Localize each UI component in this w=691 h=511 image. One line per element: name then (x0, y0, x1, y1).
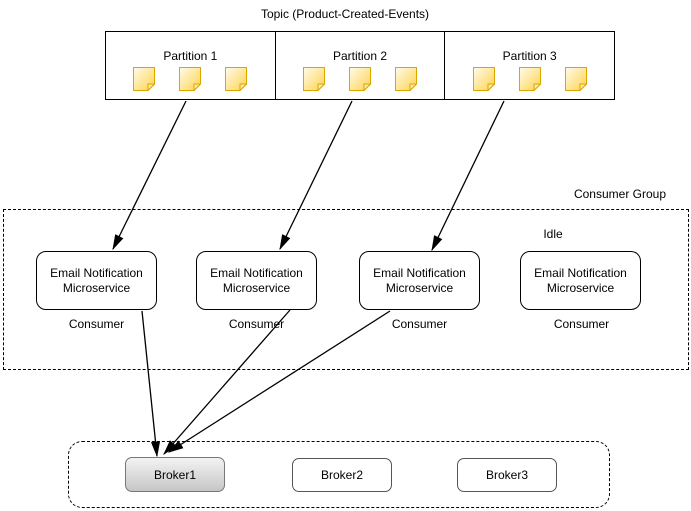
broker-node-2-label: Broker2 (320, 468, 364, 482)
note-icon (472, 67, 495, 91)
consumer-caption-2: Consumer (228, 317, 285, 331)
note-icon (349, 67, 371, 91)
partition-1-messages (133, 67, 248, 91)
broker-node-2: Broker2 (292, 458, 392, 492)
consumer-caption-1: Consumer (68, 317, 125, 331)
partition-2-messages (303, 67, 417, 91)
broker-node-3: Broker3 (457, 458, 557, 492)
partition-3-label: Partition 3 (502, 49, 557, 63)
broker-node-1: Broker1 (125, 457, 225, 492)
note-icon (518, 67, 541, 91)
consumer-node-3-label: Email Notification Microservice (373, 265, 466, 295)
broker-cluster-box (68, 441, 610, 508)
consumer-node-3: Email Notification Microservice (359, 251, 480, 310)
note-icon (303, 67, 325, 91)
broker-node-1-label: Broker1 (153, 467, 197, 482)
consumer-node-2: Email Notification Microservice (196, 251, 317, 310)
consumer-node-1-label: Email Notification Microservice (50, 265, 143, 295)
partition-2: Partition 2 (274, 32, 445, 99)
partition-3: Partition 3 (444, 32, 614, 99)
consumer-node-4-label: Email Notification Microservice (534, 265, 627, 295)
consumer-caption-4: Consumer (553, 317, 610, 331)
consumer-group-box (3, 209, 689, 370)
note-icon (395, 67, 417, 91)
partition-1-label: Partition 1 (163, 49, 218, 63)
consumer-node-1: Email Notification Microservice (36, 251, 157, 310)
topic-box: Partition 1 Partition 2 Partition 3 (105, 31, 615, 100)
consumer-caption-3: Consumer (391, 317, 448, 331)
partition-1: Partition 1 (106, 32, 275, 99)
topic-title: Topic (Product-Created-Events) (260, 7, 430, 21)
broker-node-3-label: Broker3 (485, 468, 529, 482)
partition-2-label: Partition 2 (332, 49, 388, 63)
idle-label: Idle (543, 227, 563, 241)
note-icon (225, 67, 248, 91)
consumer-group-label: Consumer Group (573, 187, 667, 201)
note-icon (564, 67, 587, 91)
consumer-node-2-label: Email Notification Microservice (210, 265, 303, 295)
partition-3-messages (472, 67, 587, 91)
note-icon (179, 67, 202, 91)
consumer-node-4-idle: Email Notification Microservice (520, 251, 641, 310)
note-icon (133, 67, 156, 91)
